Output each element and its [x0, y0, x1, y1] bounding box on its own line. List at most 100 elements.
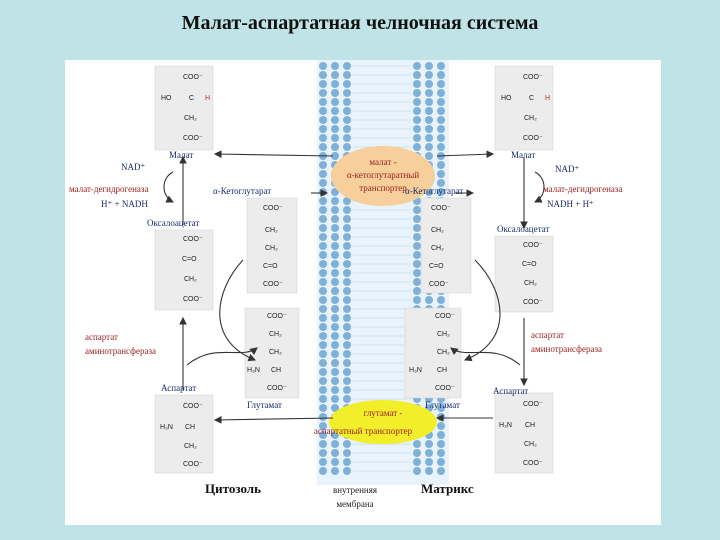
membrane-head [319, 305, 327, 313]
membrane-head [437, 134, 445, 142]
membrane-head [425, 80, 433, 88]
membrane-head [343, 332, 351, 340]
right-oxaloacetate-structure [494, 235, 554, 313]
membrane-head [319, 116, 327, 124]
chem-ch: CH [525, 422, 535, 429]
chem-co: C=O [182, 256, 197, 263]
membrane-head [319, 377, 327, 385]
membrane-head [343, 287, 351, 295]
membrane-head [331, 404, 339, 412]
membrane-head [319, 251, 327, 259]
membrane-head [343, 350, 351, 358]
membrane-head [343, 125, 351, 133]
membrane-head [343, 251, 351, 259]
chem-coo: COO⁻ [183, 403, 203, 410]
glutamate-aspartate-transporter [329, 400, 437, 444]
membrane-head [437, 404, 445, 412]
membrane-head [331, 242, 339, 250]
membrane-head [437, 458, 445, 466]
chem-co: C=O [429, 263, 444, 270]
membrane-head [319, 80, 327, 88]
chem-ch2: CH₂ [265, 245, 278, 252]
malate-aspartate-shuttle-diagram: малат - α-кетоглутаратный транспортер гл… [69, 60, 622, 509]
membrane-head [437, 62, 445, 70]
membrane-head [331, 251, 339, 259]
membrane-head [319, 422, 327, 430]
membrane-head [319, 386, 327, 394]
transporter-top-label-2: α-кетоглутаратный [347, 170, 419, 180]
membrane-head [319, 98, 327, 106]
membrane-head [331, 386, 339, 394]
membrane-head [343, 206, 351, 214]
membrane-head [413, 107, 421, 115]
membrane-head [319, 350, 327, 358]
membrane-head [319, 89, 327, 97]
reaction-arrows [163, 150, 545, 424]
membrane-head [331, 269, 339, 277]
membrane-head [437, 413, 445, 421]
transporter-bottom-label-2: аспартатный транспортер [314, 426, 413, 436]
membrane-head [425, 71, 433, 79]
left-nad-plus-label: NAD⁺ [121, 162, 145, 172]
membrane-head [437, 449, 445, 457]
membrane-head [319, 107, 327, 115]
membrane-head [437, 116, 445, 124]
chem-ch2: CH₂ [184, 276, 197, 283]
membrane-head [343, 314, 351, 322]
membrane-head [343, 440, 351, 448]
membrane-head [425, 449, 433, 457]
membrane-head [437, 422, 445, 430]
membrane-head [425, 440, 433, 448]
membrane-head [331, 395, 339, 403]
chem-coo: COO⁻ [183, 74, 203, 81]
membrane-head [331, 377, 339, 385]
membrane-head [343, 269, 351, 277]
membrane-head [331, 143, 339, 151]
membrane-head [437, 467, 445, 475]
membrane-head [331, 458, 339, 466]
membrane-head [319, 449, 327, 457]
membrane-head [437, 179, 445, 187]
membrane-head [319, 359, 327, 367]
chem-ch2: CH₂ [524, 115, 537, 122]
membrane-head [343, 296, 351, 304]
membrane-head [343, 107, 351, 115]
membrane-head [413, 224, 421, 232]
membrane-label-1: внутренняя [333, 485, 377, 495]
chem-c: C [189, 95, 194, 102]
membrane-head [343, 323, 351, 331]
membrane-head [331, 350, 339, 358]
membrane-head [413, 269, 421, 277]
left-ketoglutarate-structure [246, 197, 298, 294]
membrane-head [331, 224, 339, 232]
membrane-head [425, 296, 433, 304]
membrane-head [331, 359, 339, 367]
chem-coo: COO⁻ [263, 205, 283, 212]
membrane-head [319, 197, 327, 205]
chem-coo: COO⁻ [523, 242, 543, 249]
membrane-head [425, 89, 433, 97]
membrane-head [331, 197, 339, 205]
right-mdh-enzyme-label: малат-дегидрогеназа [543, 184, 622, 194]
chem-ch2: CH₂ [431, 227, 444, 234]
membrane-head [413, 260, 421, 268]
left-glutamate-label: Глутамат [247, 400, 282, 410]
membrane-head [425, 125, 433, 133]
membrane-head [319, 467, 327, 475]
diagram-panel: малат - α-кетоглутаратный транспортер гл… [65, 60, 661, 525]
membrane-head [343, 449, 351, 457]
membrane-head [319, 440, 327, 448]
membrane-head [343, 197, 351, 205]
membrane-head [437, 98, 445, 106]
membrane-head [331, 332, 339, 340]
membrane-head [343, 341, 351, 349]
chem-ch2: CH₂ [269, 349, 282, 356]
malate-ketoglutarate-transporter [331, 146, 435, 206]
membrane-head [437, 440, 445, 448]
right-nad-plus-label: NAD⁺ [555, 164, 579, 174]
membrane-head [319, 71, 327, 79]
chem-ch2: CH₂ [184, 443, 197, 450]
chem-co: C=O [263, 263, 278, 270]
membrane-head [319, 233, 327, 241]
membrane-head [319, 125, 327, 133]
